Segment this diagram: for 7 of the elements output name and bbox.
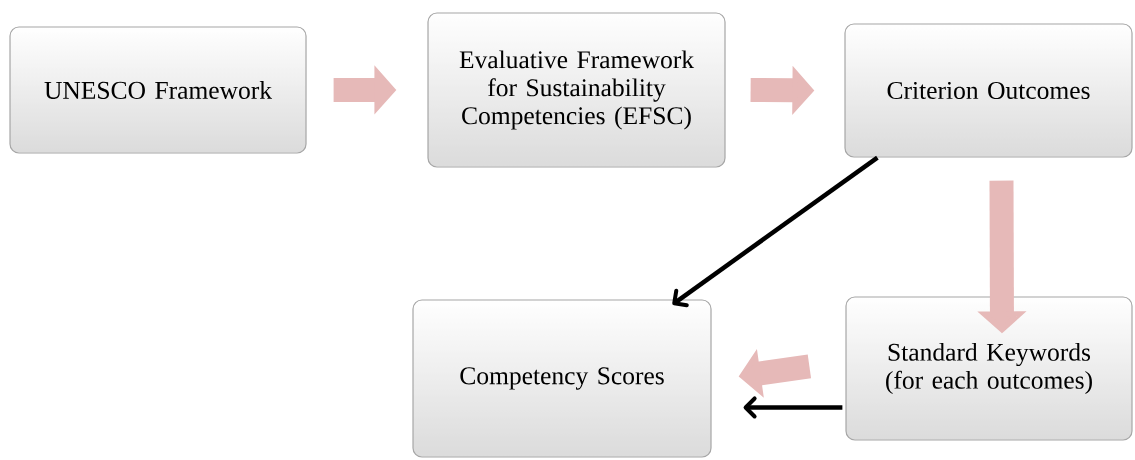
process-box: UNESCO Framework <box>9 26 307 154</box>
process-box: Standard Keywords (for each outcomes) <box>845 296 1133 441</box>
process-box: Criterion Outcomes <box>844 23 1133 158</box>
process-box: Evaluative Framework for Sustainability Competencies (EFSC) <box>427 12 726 168</box>
process-box: Competency Scores <box>412 299 712 458</box>
arrow <box>743 396 843 419</box>
arrow <box>672 155 879 308</box>
